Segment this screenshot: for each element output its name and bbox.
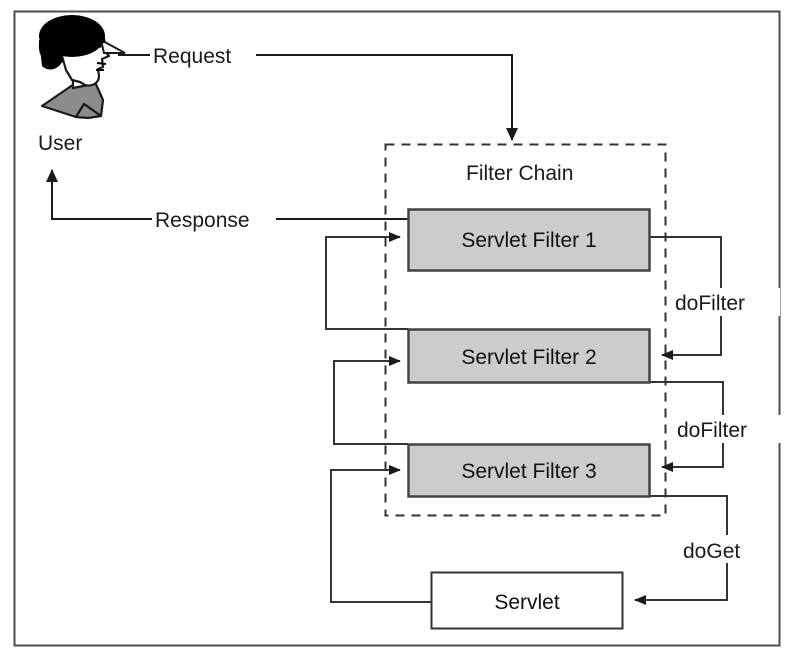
doget-label: doGet <box>683 540 740 563</box>
dofilter-label-1: doFilter <box>675 292 745 315</box>
response-arrow <box>46 169 408 220</box>
user-label: User <box>38 132 82 155</box>
return-edge-filter3-to-filter2 <box>333 356 408 445</box>
user-head-profile-icon <box>38 15 126 120</box>
node-servlet-filter-1[interactable]: Servlet Filter 1 <box>407 208 651 272</box>
dofilter-label-2: doFilter <box>677 419 747 442</box>
node-label: Servlet Filter 2 <box>461 346 596 369</box>
return-edge-servlet-to-filter3 <box>330 465 431 603</box>
request-label: Request <box>153 45 231 68</box>
node-label: Servlet Filter 3 <box>461 460 596 483</box>
filter-chain-group <box>384 143 667 517</box>
response-label: Response <box>155 209 250 232</box>
node-servlet[interactable]: Servlet <box>430 571 624 630</box>
return-edge-filter2-to-filter1 <box>325 232 408 330</box>
filter-chain-label: Filter Chain <box>466 162 573 185</box>
node-label: Servlet Filter 1 <box>461 229 596 252</box>
node-label: Servlet <box>494 591 560 614</box>
node-servlet-filter-2[interactable]: Servlet Filter 2 <box>407 328 651 384</box>
node-servlet-filter-3[interactable]: Servlet Filter 3 <box>407 443 651 498</box>
